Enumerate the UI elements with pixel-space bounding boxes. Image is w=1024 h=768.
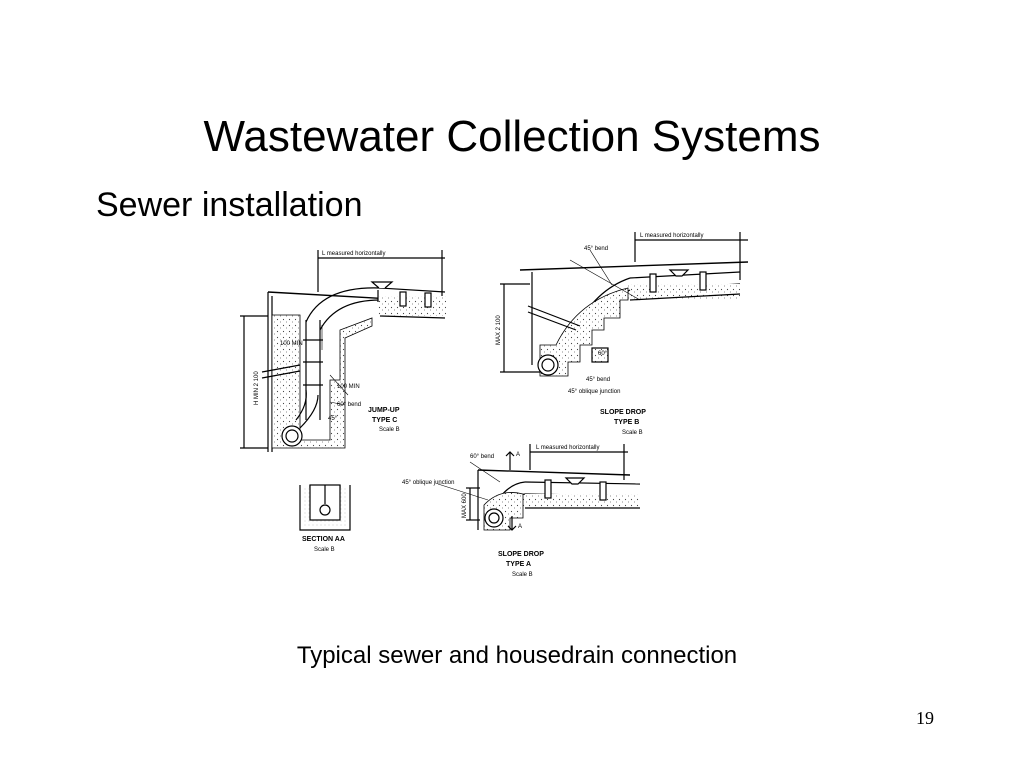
slope-drop-a-detail: [437, 444, 641, 531]
slope-drop-a-type: TYPE A: [506, 561, 531, 568]
jump-up-detail: [240, 250, 446, 452]
slope-drop-b-bend-bottom: 45° bend: [586, 377, 610, 383]
slope-drop-b-junction: 45° oblique junction: [568, 389, 620, 395]
section-aa-detail: [299, 484, 351, 531]
slide-subtitle: Sewer installation: [96, 186, 363, 224]
section-aa-heading: SECTION AA: [302, 536, 345, 543]
jump-up-height-label: H MIN 2 100: [254, 371, 260, 405]
page-number: 19: [916, 708, 934, 728]
slope-drop-a-bend-label: 60° bend: [470, 454, 494, 460]
slide-title: Wastewater Collection Systems: [203, 112, 821, 161]
jump-up-angle-label: 45°: [328, 416, 338, 422]
jump-up-heading: JUMP-UP: [368, 407, 400, 414]
slope-drop-b-measure-label: L measured horizontally: [640, 233, 703, 239]
section-aa-scale: Scale B: [314, 547, 335, 553]
jump-up-min-label: 100 MIN: [280, 341, 303, 347]
jump-up-min-label-2: 100 MIN: [337, 384, 360, 390]
slope-drop-a-height-label: MAX 600: [462, 493, 468, 518]
slope-drop-b-detail: [500, 232, 749, 377]
jump-up-measure-label: L measured horizontally: [322, 251, 385, 257]
slope-drop-a-junction: 45° oblique junction: [402, 480, 454, 486]
slope-drop-a-marker-top: A: [516, 452, 520, 458]
slope-drop-a-scale: Scale B: [512, 572, 533, 578]
jump-up-bend-label: 60° bend: [337, 402, 361, 408]
slope-drop-a-heading: SLOPE DROP: [498, 551, 544, 558]
jump-up-type: TYPE C: [372, 417, 397, 424]
slope-drop-a-marker-bottom: A: [518, 524, 522, 530]
slope-drop-b-bend-top: 45° bend: [584, 246, 608, 252]
jump-up-scale: Scale B: [379, 427, 400, 433]
slope-drop-b-type: TYPE B: [614, 419, 639, 426]
slope-drop-b-scale: Scale B: [622, 430, 643, 436]
slope-drop-b-height-label: MAX 2 100: [496, 315, 502, 345]
slope-drop-a-measure-label: L measured horizontally: [536, 445, 599, 451]
slope-drop-b-bend-60: 60°: [598, 351, 608, 357]
figure-caption: Typical sewer and housedrain connection: [296, 642, 738, 669]
slope-drop-b-heading: SLOPE DROP: [600, 409, 646, 416]
